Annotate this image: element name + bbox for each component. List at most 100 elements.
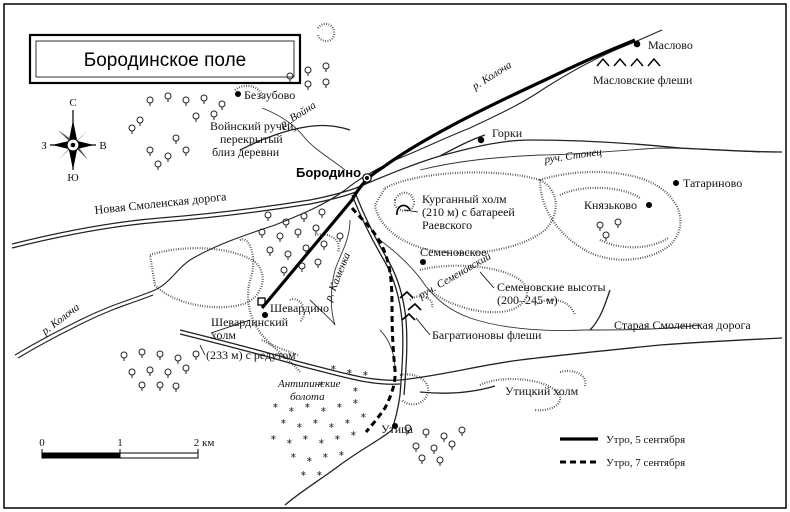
map-border xyxy=(3,3,787,509)
voyna-river xyxy=(261,107,346,171)
label-voinsky-2: перекрытый xyxy=(220,132,283,146)
legend-label-sep7: Утро, 7 сентября xyxy=(606,457,685,469)
scale-bar: 0 1 2 км xyxy=(39,437,214,459)
label-kamenka: р. Каменка xyxy=(322,250,353,304)
svg-text:∗: ∗ xyxy=(290,451,297,460)
forest-symbols xyxy=(120,62,622,466)
village-shevardino xyxy=(262,312,268,318)
svg-text:∗: ∗ xyxy=(312,417,319,426)
village-tatarinovo xyxy=(673,180,679,186)
label-shev-hill-3: (233 м) с редутом xyxy=(206,348,296,362)
legend: Утро, 5 сентября Утро, 7 сентября xyxy=(560,434,685,469)
svg-text:∗: ∗ xyxy=(304,401,311,410)
kolocha-river xyxy=(14,29,663,356)
svg-text:∗: ∗ xyxy=(330,363,337,372)
label-gorki: Горки xyxy=(492,126,523,140)
kamenka-stream xyxy=(330,219,351,326)
front-line-sep7 xyxy=(350,207,397,433)
shevardino-redoubt-symbol xyxy=(257,297,266,306)
village-knyazkovo xyxy=(646,202,652,208)
label-borodino: Бородино xyxy=(296,165,361,180)
label-kolocha-top: р. Колоча xyxy=(469,59,514,93)
village-gorki xyxy=(477,136,485,144)
label-semenovskoe: Семеновское xyxy=(420,245,486,259)
svg-text:∗: ∗ xyxy=(352,385,359,394)
label-bagration: Багратионовы флеши xyxy=(432,328,542,342)
bagration-fleches xyxy=(399,290,422,321)
scale-tick-0: 0 xyxy=(39,437,45,449)
svg-text:∗: ∗ xyxy=(334,433,341,442)
label-maslov-fleshi: Масловские флеши xyxy=(593,73,693,87)
maslov-fleches xyxy=(596,57,661,67)
label-antipin-2: болота xyxy=(290,391,325,403)
label-kolocha-left: р. Колоча xyxy=(39,301,83,338)
compass-south: Ю xyxy=(67,172,78,184)
village-bezzubovo xyxy=(235,91,241,97)
antipino-marsh: ∗∗∗∗∗∗∗∗∗∗∗∗∗∗∗∗∗∗∗∗∗∗∗∗∗∗∗∗∗ xyxy=(270,363,369,478)
label-kurgan-2: (210 м) с батареей xyxy=(422,205,515,219)
label-shev-hill-2: холм xyxy=(211,328,236,342)
svg-text:∗: ∗ xyxy=(302,433,309,442)
label-new-smolensk-road: Новая Смоленская дорога xyxy=(94,189,228,217)
label-maslovo: Маслово xyxy=(648,38,693,52)
scale-tick-1: 1 xyxy=(117,437,123,449)
label-kurgan-1: Курганный холм xyxy=(422,192,507,206)
leader-lines xyxy=(199,209,495,356)
svg-text:∗: ∗ xyxy=(318,379,325,388)
label-voinsky-1: Войнский ручей, xyxy=(210,119,296,133)
svg-text:∗: ∗ xyxy=(300,469,307,478)
road-borodino-south xyxy=(351,194,404,431)
svg-text:∗: ∗ xyxy=(352,397,359,406)
semenovsky-stream xyxy=(379,239,701,331)
svg-text:∗: ∗ xyxy=(360,411,367,420)
svg-text:∗: ∗ xyxy=(338,449,345,458)
svg-text:∗: ∗ xyxy=(316,469,323,478)
village-maslovo xyxy=(633,40,641,48)
label-stonets: руч. Стонец xyxy=(543,146,603,166)
svg-text:∗: ∗ xyxy=(272,401,279,410)
village-semenovskoe xyxy=(420,259,426,265)
label-old-smolensk-road: Старая Смоленская дорога xyxy=(614,318,751,332)
compass-rose: С Ю З В xyxy=(41,97,106,184)
hills xyxy=(148,22,682,412)
village-utitsa xyxy=(392,423,398,429)
compass-east: В xyxy=(99,140,106,152)
label-bezzubovo: Беззубово xyxy=(244,88,295,102)
label-shevardino: Шевардино xyxy=(270,301,329,315)
svg-text:∗: ∗ xyxy=(344,417,351,426)
map-title: Бородинское поле xyxy=(84,50,246,71)
svg-text:∗: ∗ xyxy=(320,405,327,414)
old-smolensk-road xyxy=(179,329,783,381)
label-semen-heights-1: Семеновские высоты xyxy=(497,280,606,294)
svg-text:∗: ∗ xyxy=(318,437,325,446)
svg-text:∗: ∗ xyxy=(270,433,277,442)
compass-west: З xyxy=(41,140,47,152)
title-box: Бородинское поле xyxy=(28,33,302,85)
label-tatarinovo: Татариново xyxy=(683,176,742,190)
svg-text:∗: ∗ xyxy=(286,437,293,446)
new-smolensk-road xyxy=(11,139,783,245)
svg-text:∗: ∗ xyxy=(322,451,329,460)
roads xyxy=(11,124,783,506)
label-kurgan-3: Раевского xyxy=(422,218,472,232)
svg-text:∗: ∗ xyxy=(306,455,313,464)
svg-text:∗: ∗ xyxy=(346,367,353,376)
svg-text:∗: ∗ xyxy=(336,401,343,410)
svg-text:∗: ∗ xyxy=(280,417,287,426)
label-knyazkovo: Князьково xyxy=(584,198,637,212)
label-antipin-1: Антипинские xyxy=(277,378,341,390)
raevsky-battery-symbol xyxy=(396,204,411,216)
legend-label-sep5: Утро, 5 сентября xyxy=(606,434,685,446)
svg-text:∗: ∗ xyxy=(288,405,295,414)
svg-text:∗: ∗ xyxy=(296,421,303,430)
svg-text:∗: ∗ xyxy=(350,429,357,438)
label-semen-heights-2: (200–245 м) xyxy=(497,293,558,307)
label-shev-hill-1: Шевардинский xyxy=(211,315,289,329)
label-utitsa: Утица xyxy=(381,422,414,436)
svg-text:∗: ∗ xyxy=(362,369,369,378)
svg-text:∗: ∗ xyxy=(328,421,335,430)
label-voinsky-3: близ деревни xyxy=(212,145,280,159)
compass-north: С xyxy=(69,97,76,109)
